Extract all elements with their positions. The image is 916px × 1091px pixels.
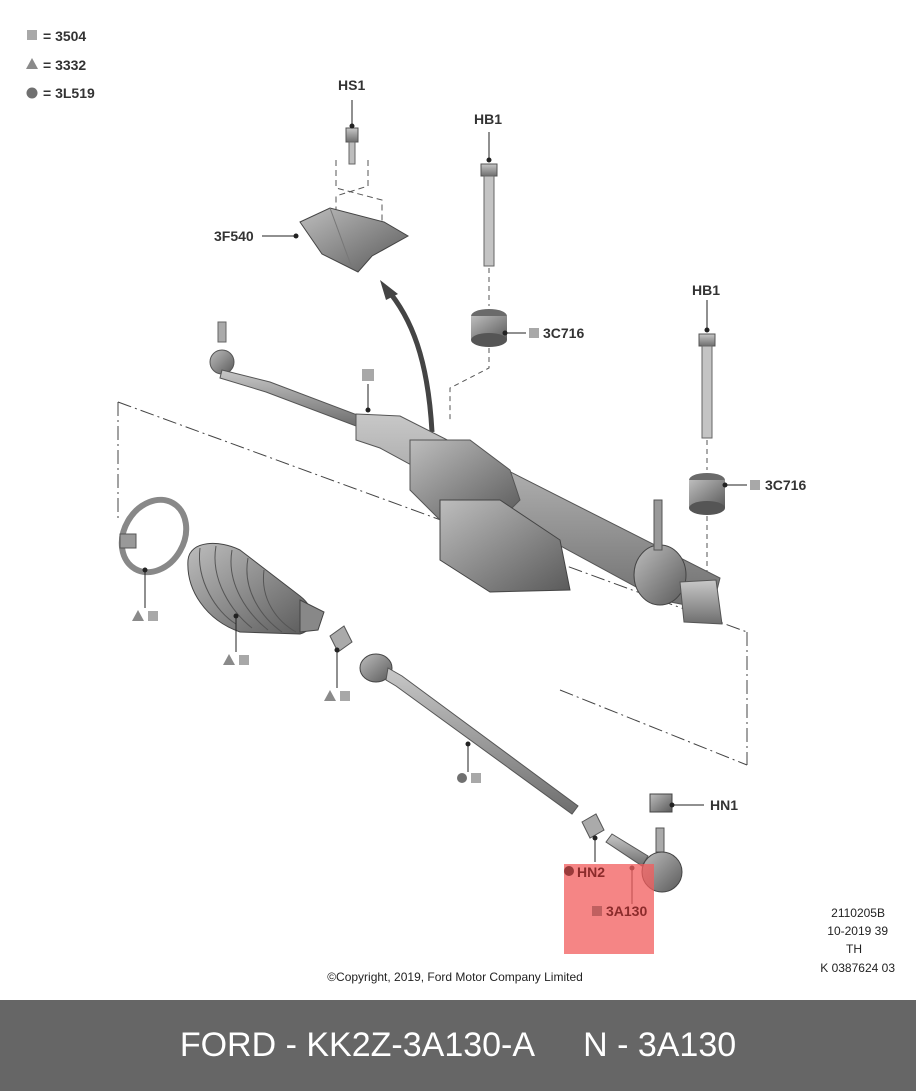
label-3f540: 3F540 — [214, 228, 254, 244]
label-3a130: 3A130 — [606, 903, 647, 919]
hs1-bolt — [345, 100, 359, 165]
circle-icon — [564, 866, 574, 876]
footer-bar: FORD - KK2Z-3A130-A N - 3A130 — [0, 1000, 916, 1091]
doc-info-line-2: 10-2019 39 — [827, 924, 888, 938]
doc-info-line-3: TH — [846, 942, 862, 956]
bellows-boot — [187, 542, 325, 665]
parts-diagram: = 3504 = 3332 = 3L519 — [26, 28, 895, 984]
legend: = 3504 = 3332 = 3L519 — [26, 28, 95, 101]
label-hs1: HS1 — [338, 77, 365, 93]
boot-clamp — [118, 496, 190, 621]
outer-tie-rod-end-3a130 — [605, 827, 683, 904]
label-hb1-top: HB1 — [474, 111, 502, 127]
inner-tie-rod — [359, 653, 579, 815]
doc-info-line-4: K 0387624 03 — [820, 961, 895, 975]
assembly-arrow — [384, 286, 435, 433]
bushing-3c716-top — [449, 309, 539, 420]
triangle-icon — [26, 58, 38, 69]
hb1-bolt-right — [698, 300, 716, 470]
shield-3f540 — [262, 207, 410, 273]
footer-part-name: N - 3A130 — [583, 1026, 737, 1064]
jam-nut-hn2 — [581, 813, 605, 862]
label-hn1: HN1 — [710, 797, 738, 813]
doc-info-line-1: 2110205B — [831, 906, 885, 920]
label-hn2: HN2 — [577, 864, 605, 880]
legend-item-square: = 3504 — [43, 28, 86, 44]
highlight-box — [564, 864, 654, 954]
boot-ring — [324, 625, 353, 701]
bushing-3c716-right — [689, 473, 760, 580]
hb1-bolt-top — [480, 132, 498, 306]
legend-item-circle: = 3L519 — [43, 85, 95, 101]
square-icon — [27, 30, 37, 40]
legend-item-triangle: = 3332 — [43, 57, 86, 73]
label-3c716-top: 3C716 — [543, 325, 584, 341]
copyright: ©Copyright, 2019, Ford Motor Company Lim… — [327, 970, 583, 984]
label-3c716-right: 3C716 — [765, 477, 806, 493]
footer-part-number: FORD - KK2Z-3A130-A — [179, 1026, 536, 1064]
square-icon — [592, 906, 602, 916]
dashed-guides-shield — [335, 160, 383, 222]
circle-icon — [26, 87, 38, 99]
label-hb1-right: HB1 — [692, 282, 720, 298]
steering-gear-assembly — [209, 321, 723, 625]
nut-hn1 — [649, 793, 704, 813]
